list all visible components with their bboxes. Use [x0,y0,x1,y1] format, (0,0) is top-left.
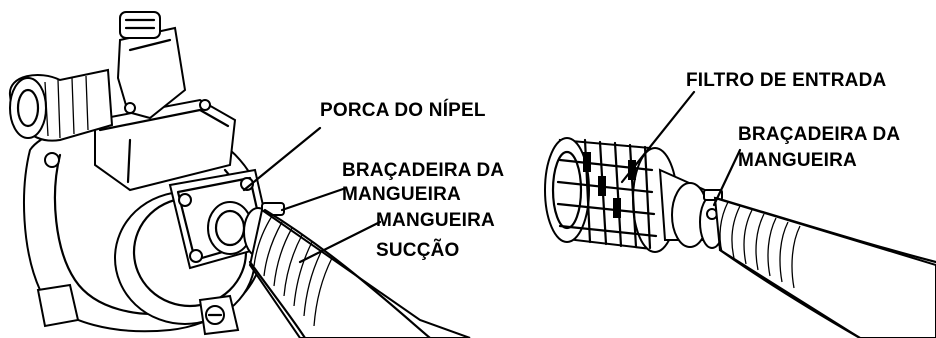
label-filtro-de-entrada: FILTRO DE ENTRADA [686,70,887,91]
leader-bracadeira-left [280,186,348,212]
leader-filtro [620,90,696,184]
label-bracadeira-left-line2: MANGUEIRA [342,184,461,205]
leader-mangueira-succao [298,220,382,264]
label-bracadeira-right-line2: MANGUEIRA [738,150,857,171]
label-bracadeira-right-line1: BRAÇADEIRA DA [738,124,901,145]
inlet-strainer [544,137,725,253]
leader-bracadeira-right [712,148,742,207]
leader-porca [242,126,322,192]
pump-body [8,11,285,336]
suction-hose-right [713,196,936,338]
label-mangueira-succao-line1: MANGUEIRA [376,210,495,231]
suction-hose-left [248,208,471,338]
label-porca-do-nipel: PORCA DO NÍPEL [320,100,486,121]
label-bracadeira-left-line1: BRAÇADEIRA DA [342,160,505,181]
label-mangueira-succao-line2: SUCÇÃO [376,240,460,261]
